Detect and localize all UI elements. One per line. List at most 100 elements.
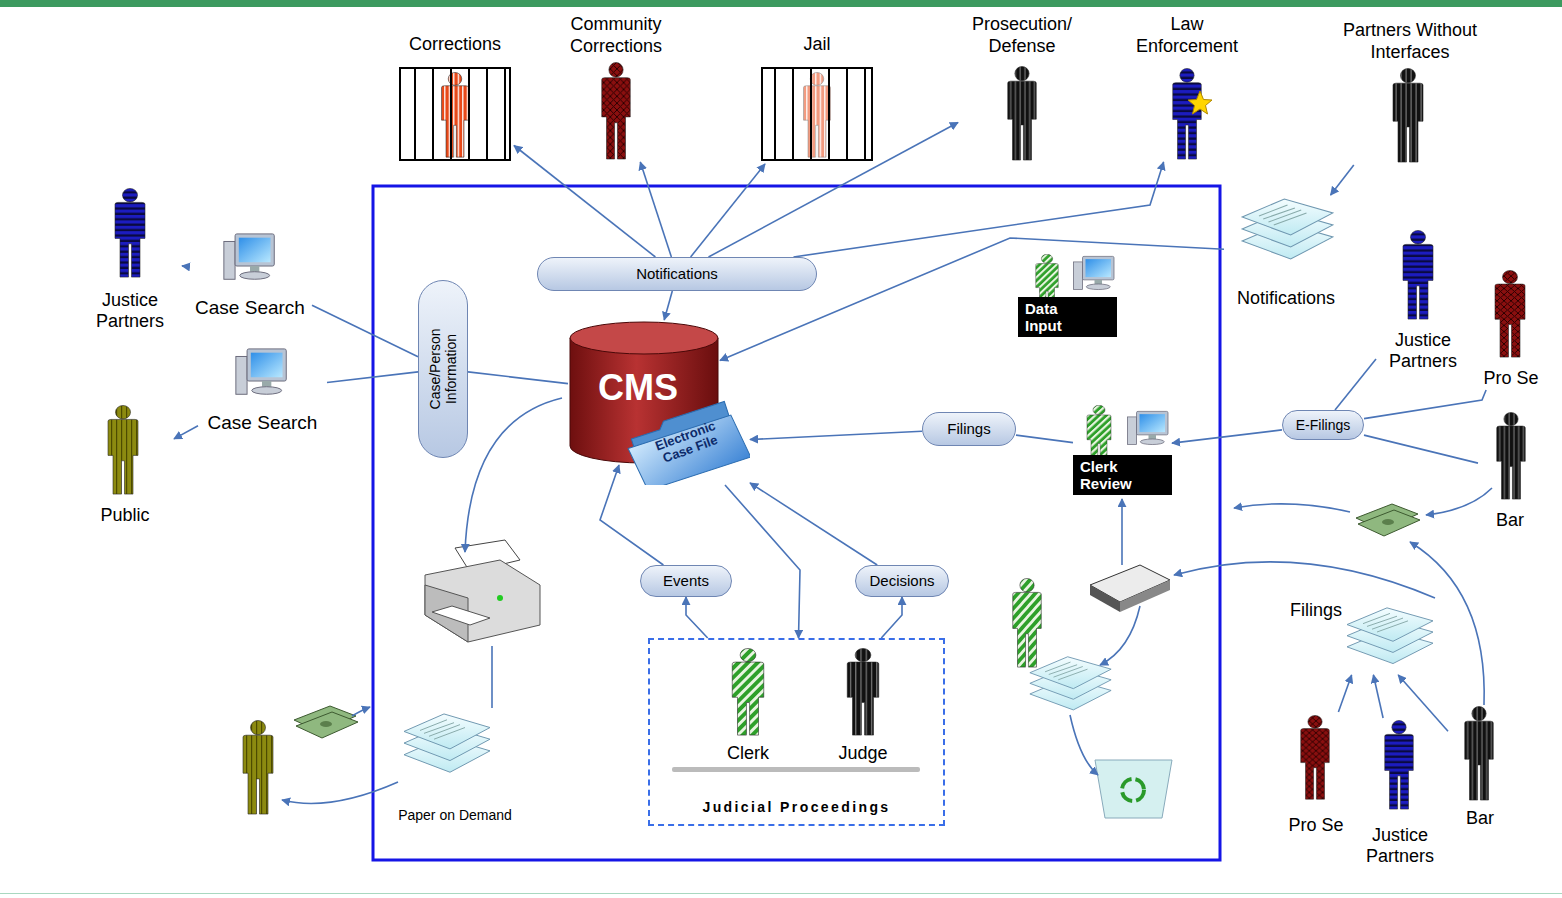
scanner-part: [1090, 585, 1120, 612]
figure-label: Justice Partners: [1358, 825, 1442, 868]
node-label: Data Input: [1018, 297, 1117, 338]
connector: [686, 597, 708, 638]
connector: [1172, 430, 1282, 443]
connector: [514, 146, 655, 258]
bench-bar: [672, 767, 920, 772]
workstation-node: Clerk Review: [1073, 403, 1172, 495]
connector: [1364, 390, 1486, 419]
figure-label: Jail: [758, 34, 876, 56]
connector: [1373, 675, 1383, 718]
bottom-rule: [0, 893, 1562, 894]
person-figure: [115, 188, 145, 277]
paper-stack: [1242, 199, 1333, 259]
scanner: [1090, 565, 1170, 612]
figure-node: Justice Partners: [1358, 718, 1442, 868]
connector: [1338, 675, 1351, 712]
scanner-part: [1120, 580, 1170, 612]
flow-line-part: [282, 782, 398, 803]
connector: [468, 372, 568, 384]
figure-label: Partners Without Interfaces: [1323, 20, 1497, 63]
figure-node: Corrections: [396, 34, 514, 164]
figure-label: Pro Se: [1278, 815, 1354, 837]
figure-node: Bar: [1478, 410, 1542, 532]
pill-box: Filings: [922, 412, 1016, 446]
person-figure: [1013, 578, 1042, 667]
jail-cell-part: [762, 68, 872, 160]
computer-icon: [224, 234, 274, 279]
flow-line-part: [1121, 499, 1123, 565]
figure-label: Judge: [826, 743, 900, 765]
money-icon: [1356, 504, 1420, 536]
connector: [709, 123, 959, 258]
person-figure: [1393, 68, 1423, 162]
figure-node: Community Corrections: [558, 14, 674, 162]
figure-label: Corrections: [396, 34, 514, 56]
flow-line-part: [1070, 715, 1098, 775]
paper-stack: [404, 714, 490, 772]
person-figure: [732, 648, 764, 735]
printer-part: [497, 595, 503, 601]
pill-box: Case/Person Information: [418, 280, 468, 458]
folder-icon: Electronic Case File: [625, 400, 750, 485]
folder-shape-part: [625, 400, 750, 485]
connector: [640, 162, 671, 257]
paper-stack: [1030, 657, 1111, 710]
figure-node: Prosecution/ Defense: [958, 14, 1086, 162]
recycle-bin: [1095, 760, 1172, 818]
figure-node: Partners Without Interfaces: [1323, 20, 1497, 165]
connector: [725, 485, 800, 638]
computer-icon: [1128, 411, 1169, 444]
corrections-jail-part: [400, 68, 510, 160]
person-figure: [1385, 720, 1414, 809]
connector: [327, 372, 418, 383]
person-figure: [1173, 68, 1202, 159]
corrections-jail-part: [401, 68, 511, 160]
person-figure: [1465, 706, 1494, 800]
person-figure: [602, 62, 631, 159]
figure-label: Pro Se: [1468, 368, 1554, 390]
paper-stack: [1347, 608, 1433, 664]
figure-node: Justice Partners: [78, 185, 182, 333]
workstation-node: Data Input: [1018, 252, 1117, 337]
flow-line-part: [352, 707, 370, 716]
figure-node: Clerk: [711, 643, 785, 765]
figure-label: Law Enforcement: [1123, 14, 1251, 57]
flow-line-part: [1174, 562, 1435, 598]
figure-label: Case Search: [198, 412, 327, 435]
corrections-jail-part: [400, 68, 510, 160]
figure-label: Public: [76, 505, 174, 527]
person-figure: [1008, 66, 1037, 160]
figure-node: Case Search: [198, 345, 327, 435]
recycle-bin-part: [1122, 779, 1144, 801]
connector: [312, 305, 418, 357]
figure-label: Notifications: [1224, 288, 1348, 310]
computer-icon: [236, 349, 286, 394]
figure-label: Clerk: [711, 743, 785, 765]
jail-cell: [762, 68, 873, 160]
top-bar: [0, 0, 1562, 7]
connector: [750, 431, 922, 439]
printer: [425, 540, 540, 642]
figure-node: Jail: [758, 34, 876, 164]
figure-node: Filings: [1290, 600, 1440, 675]
badge-star: [1188, 91, 1212, 114]
connector: [750, 483, 877, 565]
jail-cell-part: [762, 68, 872, 160]
connector: [1331, 165, 1354, 195]
group-box: Judicial Proceedings Clerk Judge: [648, 638, 945, 826]
flow-line-part: [465, 398, 562, 552]
figure-label: Justice Partners: [78, 290, 182, 333]
node-label: CMS: [598, 366, 678, 409]
node-label: Notifications: [636, 265, 718, 283]
node-label: Decisions: [869, 572, 934, 590]
figure-node: Pro Se: [1468, 268, 1554, 390]
folder-shape-part-part: [628, 413, 750, 485]
figure-node: Justice Partners: [1376, 228, 1470, 373]
money-icon: [294, 706, 358, 738]
node-label: Judicial Proceedings: [650, 799, 943, 816]
figure-node: Public: [76, 405, 174, 527]
figure-label: Paper on Demand: [398, 807, 512, 824]
